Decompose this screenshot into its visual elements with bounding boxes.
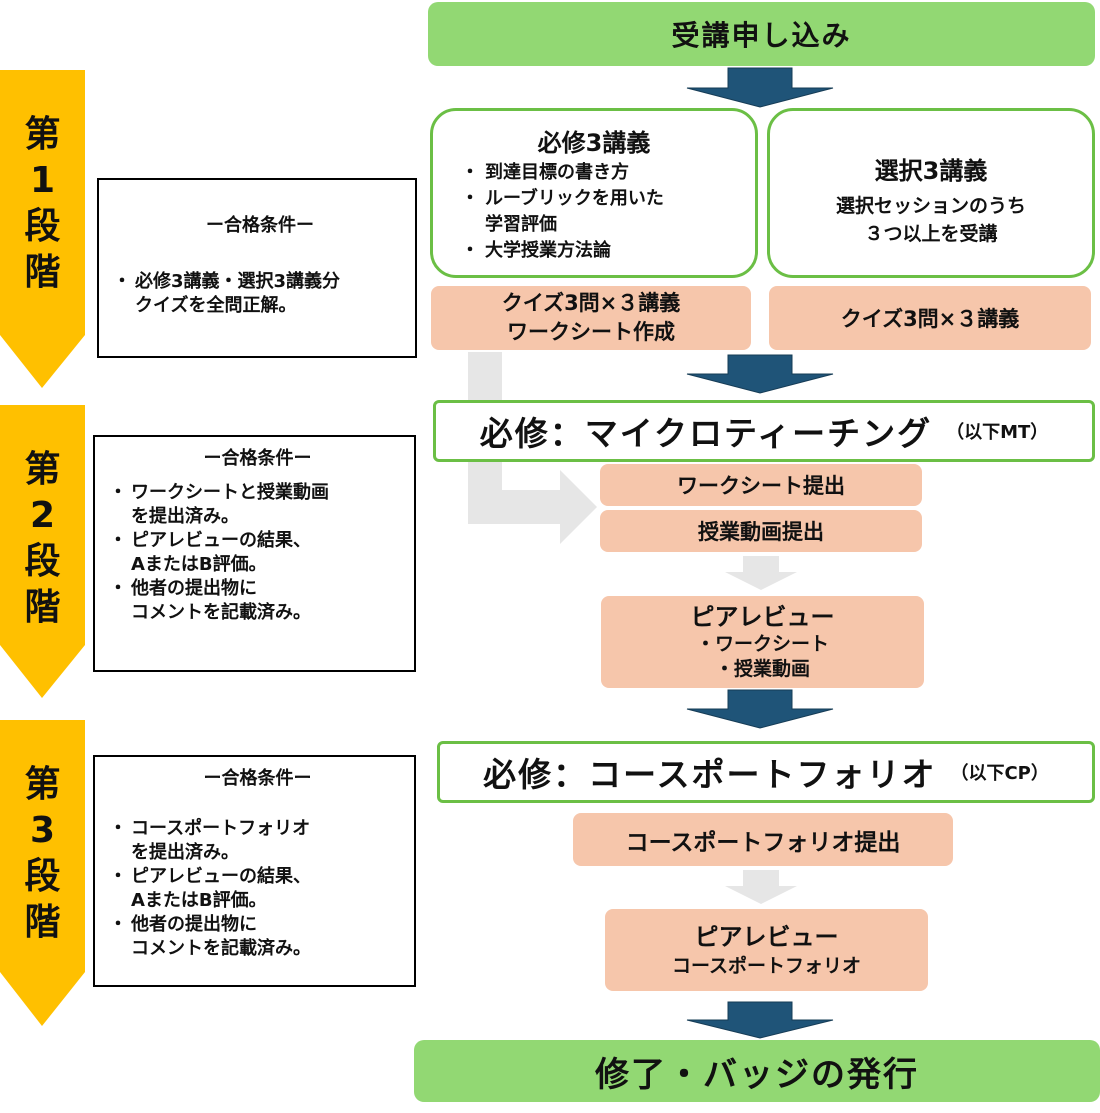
flow-arrow-gray (725, 870, 797, 904)
flow-arrow-navy (686, 67, 834, 108)
conditions-title: ー合格条件ー (203, 768, 312, 789)
required-lectures-title: 必修3講義 (537, 129, 651, 157)
mt-peer-review-title: ピアレビュー (690, 603, 835, 631)
stage-char: 第 (24, 764, 61, 805)
stage-1-label: 第 1 段 階 (0, 70, 85, 296)
enrollment-banner: 受講申し込み (428, 2, 1095, 66)
video-submit-box: 授業動画提出 (600, 510, 922, 552)
required-lecture-item: 到達目標の書き方 (461, 160, 745, 186)
elective-lectures-title: 選択3講義 (874, 157, 988, 185)
cp-peer-review-sub: コースポートフォリオ (671, 955, 862, 977)
mt-peer-review-item: ・授業動画 (714, 658, 810, 680)
microteaching-title: 必修：マイクロティーチング (479, 414, 933, 453)
portfolio-submit-label: コースポートフォリオ提出 (625, 829, 901, 856)
stage-3-chevron (0, 720, 85, 1026)
required-lecture-item: 大学授業方法論 (461, 238, 745, 264)
stage-2-conditions: ー合格条件ー ワークシートと授業動画 を提出済み。 ピアレビューの結果、 Aまた… (93, 435, 416, 672)
video-submit-label: 授業動画提出 (698, 520, 824, 544)
flow-arrow-navy (686, 689, 834, 729)
stage-1-conditions: ー合格条件ー 必修3講義・選択3講義分 クイズを全問正解。 (97, 178, 417, 358)
stage-char: 階 (24, 587, 61, 628)
completion-banner-label: 修了・バッジの発行 (595, 1054, 919, 1095)
course-portfolio-bar: 必修：コースポートフォリオ （以下CP） (437, 741, 1095, 803)
condition-item: コースポートフォリオ を提出済み。 (109, 817, 406, 865)
stage-char: 第 (24, 449, 61, 490)
stage-char: 1 (29, 160, 56, 201)
enrollment-banner-label: 受講申し込み (671, 19, 852, 52)
stage-char: 階 (24, 252, 61, 293)
required-lectures-box: 必修3講義 到達目標の書き方 ルーブリックを用いた 学習評価 大学授業方法論 (430, 108, 758, 278)
stage-char: 2 (29, 495, 56, 536)
required-task-label: クイズ3問×３講義 ワークシート作成 (501, 291, 681, 344)
flow-arrow-gray (725, 556, 797, 590)
conditions-title: ー合格条件ー (203, 448, 312, 469)
stage-char: 段 (24, 856, 61, 897)
flow-arrow-navy (686, 1001, 834, 1039)
condition-item: 他者の提出物に コメントを記載済み。 (109, 577, 406, 625)
stage-char: 3 (29, 810, 56, 851)
stage-2-label: 第 2 段 階 (0, 405, 85, 631)
condition-item: ピアレビューの結果、 AまたはB評価。 (109, 865, 406, 913)
condition-item: ピアレビューの結果、 AまたはB評価。 (109, 529, 406, 577)
elective-task-label: クイズ3問×３講義 (840, 307, 1020, 331)
course-portfolio-note: （以下CP） (950, 763, 1049, 784)
elective-lectures-desc: 選択セッションのうち ３つ以上を受講 (835, 195, 1026, 245)
worksheet-submit-label: ワークシート提出 (677, 474, 845, 498)
condition-item: 必修3講義・選択3講義分 クイズを全問正解。 (113, 270, 407, 318)
stage-char: 階 (24, 902, 61, 943)
portfolio-submit-box: コースポートフォリオ提出 (573, 813, 953, 866)
stage-2-chevron (0, 405, 85, 698)
condition-item: 他者の提出物に コメントを記載済み。 (109, 913, 406, 961)
stage-3-label: 第 3 段 階 (0, 720, 85, 946)
required-task-box: クイズ3問×３講義 ワークシート作成 (431, 286, 751, 350)
elective-lectures-box: 選択3講義 選択セッションのうち ３つ以上を受講 (767, 108, 1095, 278)
stage-char: 第 (24, 114, 61, 155)
flow-arrow-navy (686, 354, 834, 394)
elective-task-box: クイズ3問×３講義 (769, 286, 1091, 350)
stage-char: 段 (24, 541, 61, 582)
required-lecture-item: ルーブリックを用いた 学習評価 (461, 186, 745, 238)
worksheet-submit-box: ワークシート提出 (600, 464, 922, 506)
mt-peer-review-item: ・ワークシート (695, 633, 829, 655)
condition-item: ワークシートと授業動画 を提出済み。 (109, 481, 406, 529)
stage-1-chevron (0, 70, 85, 388)
completion-banner: 修了・バッジの発行 (414, 1040, 1100, 1102)
cp-peer-review-title: ピアレビュー (694, 923, 839, 951)
microteaching-bar: 必修：マイクロティーチング （以下MT） (433, 400, 1095, 462)
cp-peer-review-box: ピアレビュー コースポートフォリオ (605, 909, 928, 991)
stage-3-conditions: ー合格条件ー コースポートフォリオ を提出済み。 ピアレビューの結果、 Aまたは… (93, 755, 416, 987)
microteaching-note: （以下MT） (946, 422, 1049, 443)
stage-char: 段 (24, 206, 61, 247)
conditions-title: ー合格条件ー (206, 215, 314, 236)
course-portfolio-title: 必修：コースポートフォリオ (483, 755, 937, 794)
mt-peer-review-box: ピアレビュー ・ワークシート ・授業動画 (601, 596, 924, 688)
